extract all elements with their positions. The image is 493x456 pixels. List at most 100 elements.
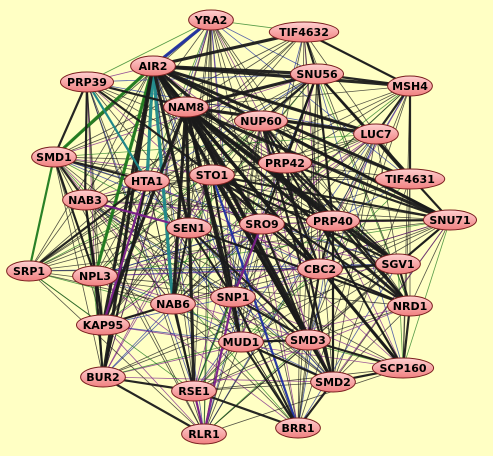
node-prp40[interactable]: PRP40 xyxy=(306,210,360,232)
node-kap95[interactable]: KAP95 xyxy=(76,314,130,336)
node-prp42[interactable]: PRP42 xyxy=(258,152,312,174)
node-label: BRR1 xyxy=(282,422,315,435)
graph-edge xyxy=(332,220,404,369)
graph-edge-strong xyxy=(260,120,451,221)
node-shape xyxy=(188,9,234,31)
node-msh4[interactable]: MSH4 xyxy=(387,75,433,97)
graph-edge-strong xyxy=(185,105,451,222)
graph-edge-strong xyxy=(260,223,310,341)
node-nup60[interactable]: NUP60 xyxy=(234,110,288,132)
node-tif4632[interactable]: TIF4632 xyxy=(268,21,340,43)
graph-edge xyxy=(28,120,262,272)
graph-edge xyxy=(332,305,411,383)
graph-edge xyxy=(102,219,451,378)
graph-edge xyxy=(28,227,190,272)
node-shape xyxy=(285,329,331,351)
graph-edge-strong xyxy=(152,64,377,136)
node-shape xyxy=(275,417,321,439)
node-sro9[interactable]: SRO9 xyxy=(239,213,285,235)
node-luc7[interactable]: LUC7 xyxy=(353,123,399,145)
node-label: NAB3 xyxy=(68,194,102,207)
node-shape xyxy=(234,110,288,132)
node-label: MUD1 xyxy=(223,336,260,349)
graph-edge-strong xyxy=(86,81,213,176)
graph-edge xyxy=(193,220,334,392)
graph-edge xyxy=(193,296,234,392)
node-smd1[interactable]: SMD1 xyxy=(31,146,77,168)
graph-edge xyxy=(188,227,334,383)
graph-edge xyxy=(261,223,334,383)
graph-edge-strong xyxy=(52,64,155,159)
node-tif4631[interactable]: TIF4631 xyxy=(374,168,446,190)
node-srp1[interactable]: SRP1 xyxy=(6,260,52,282)
graph-edge xyxy=(94,263,399,277)
node-bur2[interactable]: BUR2 xyxy=(80,366,126,388)
node-brr1[interactable]: BRR1 xyxy=(275,417,321,439)
node-shape xyxy=(31,146,77,168)
node-shape xyxy=(218,331,264,353)
node-nab6[interactable]: NAB6 xyxy=(150,293,196,315)
node-hta1[interactable]: HTA1 xyxy=(124,170,170,192)
graph-edge xyxy=(86,19,212,83)
node-label: CBC2 xyxy=(304,263,336,276)
graph-edge xyxy=(53,133,377,158)
node-shape xyxy=(150,293,196,315)
node-shape xyxy=(290,63,344,85)
graph-edge xyxy=(172,268,321,305)
node-shape xyxy=(60,71,114,93)
node-yra2[interactable]: YRA2 xyxy=(188,9,234,31)
graph-edge-strong xyxy=(52,81,89,158)
node-shape xyxy=(387,75,433,97)
graph-edge-strong xyxy=(210,174,300,429)
node-nrd1[interactable]: NRD1 xyxy=(387,295,433,317)
node-snu56[interactable]: SNU56 xyxy=(290,63,344,85)
graph-edge-strong xyxy=(259,120,322,270)
graph-edge xyxy=(28,73,318,272)
graph-edge-strong xyxy=(184,105,412,308)
graph-edge-strong xyxy=(316,73,451,221)
node-label: SNU56 xyxy=(296,68,338,81)
node-air2[interactable]: AIR2 xyxy=(130,55,176,77)
node-rlr1[interactable]: RLR1 xyxy=(181,423,227,445)
graph-edge xyxy=(102,324,205,435)
node-sgv1[interactable]: SGV1 xyxy=(375,253,421,275)
node-label: STO1 xyxy=(196,169,228,182)
node-npl3[interactable]: NPL3 xyxy=(72,265,118,287)
node-mud1[interactable]: MUD1 xyxy=(218,331,264,353)
graph-edge xyxy=(409,219,451,307)
node-scp160[interactable]: SCP160 xyxy=(371,357,435,379)
graph-edge-strong xyxy=(101,180,149,326)
node-shape xyxy=(423,209,477,231)
node-sto1[interactable]: STO1 xyxy=(189,164,235,186)
node-label: NPL3 xyxy=(79,270,111,283)
edge-layer xyxy=(27,18,451,435)
node-prp39[interactable]: PRP39 xyxy=(60,71,114,93)
node-label: SRP1 xyxy=(13,265,45,278)
graph-edge-strong xyxy=(315,73,335,222)
node-label: PRP42 xyxy=(265,157,305,170)
node-snu71[interactable]: SNU71 xyxy=(423,209,477,231)
graph-edge xyxy=(397,263,404,369)
graph-edge xyxy=(297,31,305,429)
graph-edge-strong xyxy=(27,156,56,272)
node-snp1[interactable]: SNP1 xyxy=(210,286,256,308)
node-sen1[interactable]: SEN1 xyxy=(166,217,212,239)
node-smd2[interactable]: SMD2 xyxy=(310,371,356,393)
node-label: PRP39 xyxy=(67,76,107,89)
node-smd3[interactable]: SMD3 xyxy=(285,329,331,351)
graph-edge xyxy=(84,199,234,298)
graph-edge xyxy=(210,19,318,75)
node-cbc2[interactable]: CBC2 xyxy=(297,258,343,280)
graph-edge-strong xyxy=(86,81,148,182)
node-label: MSH4 xyxy=(392,80,428,93)
graph-edge-strong xyxy=(232,296,299,429)
graph-edge xyxy=(146,85,411,182)
graph-edge-strong xyxy=(184,106,196,392)
node-nab3[interactable]: NAB3 xyxy=(62,189,108,211)
graph-edge xyxy=(210,19,321,270)
node-rse1[interactable]: RSE1 xyxy=(171,380,217,402)
node-nam8[interactable]: NAM8 xyxy=(163,96,209,118)
graph-edge xyxy=(28,133,377,272)
graph-edge-strong xyxy=(284,161,451,222)
graph-edge-strong xyxy=(188,227,309,341)
